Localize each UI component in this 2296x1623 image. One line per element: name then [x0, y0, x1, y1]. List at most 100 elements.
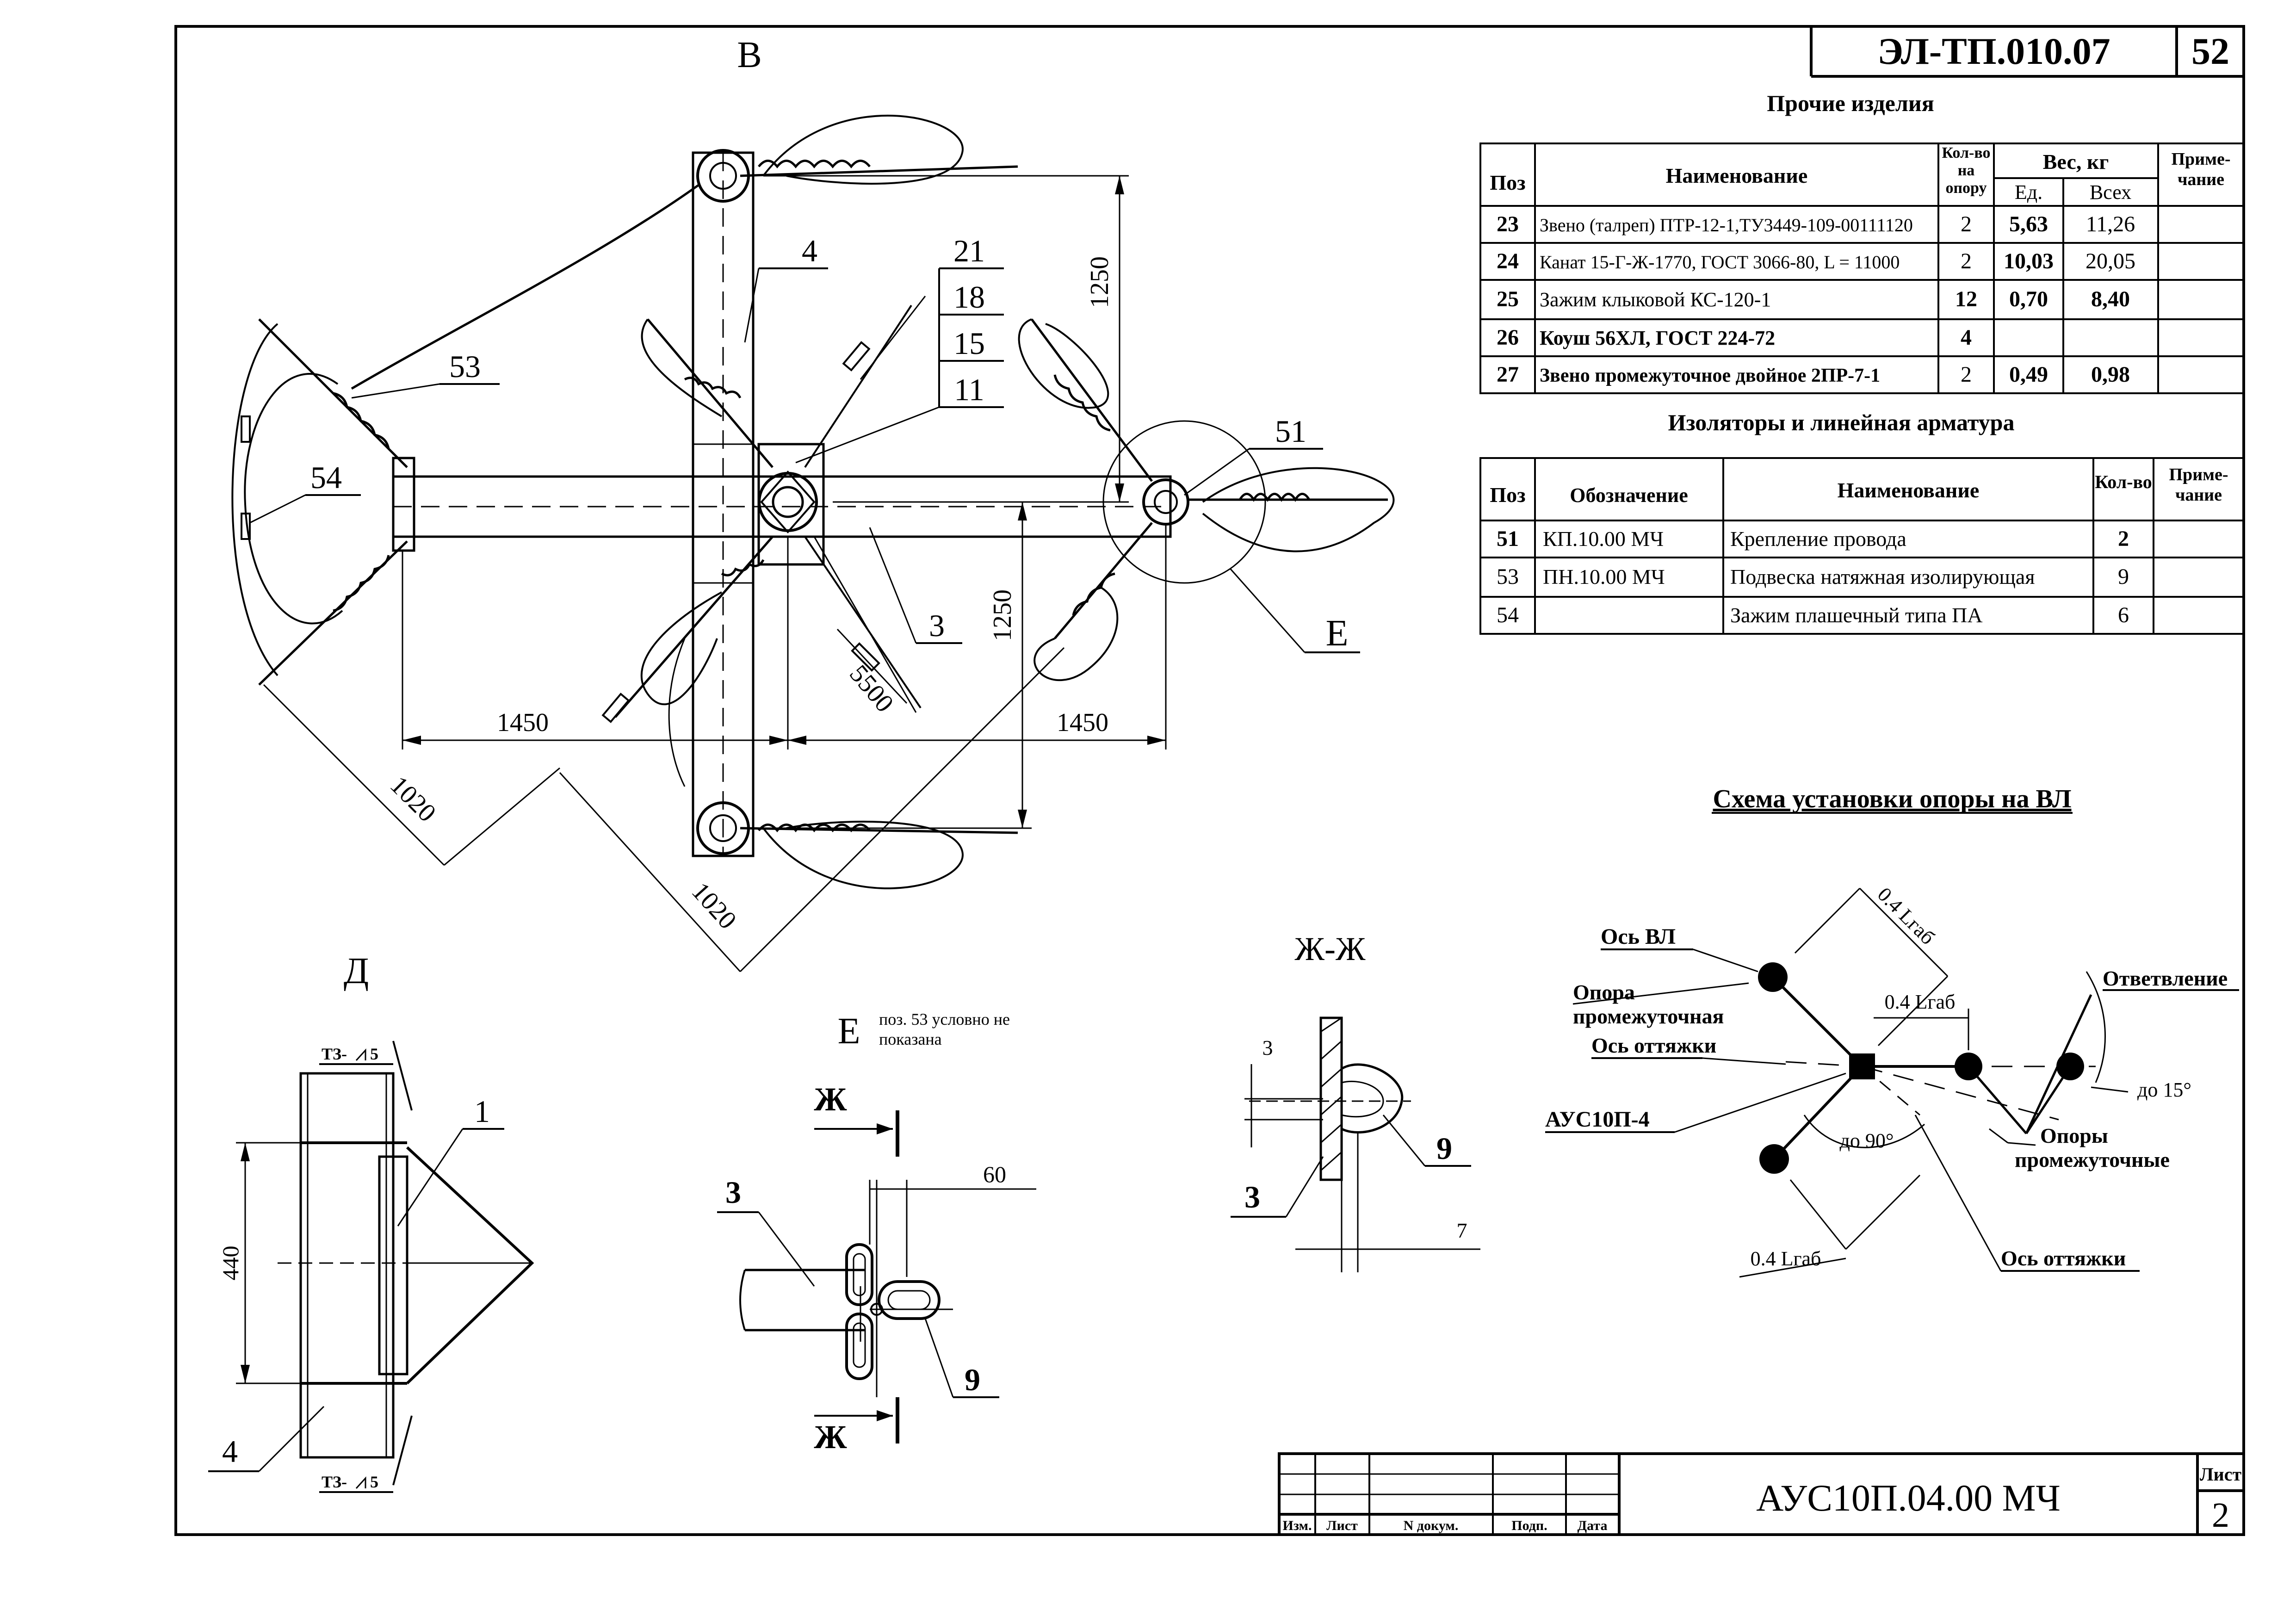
- dim-1250-top: 1250: [1085, 256, 1114, 308]
- callout-15: 15: [953, 326, 985, 361]
- plan-view-label: В: [737, 35, 761, 75]
- svg-text:Канат 15-Г-Ж-1770, ГОСТ 3066-8: Канат 15-Г-Ж-1770, ГОСТ 3066-80, L = 110…: [1540, 252, 1900, 273]
- scheme-angle-90: до 90°: [1840, 1129, 1894, 1152]
- detail-d-callout-4: 4: [222, 1434, 238, 1469]
- ti-th-note: Приме- чание: [2169, 465, 2228, 505]
- svg-text:23: 23: [1497, 212, 1519, 236]
- detail-e-label: Е: [838, 1011, 860, 1052]
- node-support-top: [1758, 962, 1788, 992]
- installation-scheme: Схема установки опоры на ВЛ 0.4 Lгаб 0.4…: [1545, 785, 2239, 1278]
- svg-text:26: 26: [1497, 325, 1519, 350]
- scheme-dim-top: 0.4 Lгаб: [1873, 883, 1939, 949]
- table-other-row: 25 Зажим клыковой КС-120-1 12 0,70 8,40: [1497, 287, 2130, 311]
- ti-th-pos: Поз: [1490, 483, 1525, 507]
- label-supports-intermediate-1: Опоры: [2040, 1124, 2108, 1147]
- node-support-right-1: [1955, 1053, 1982, 1080]
- scheme-title: Схема установки опоры на ВЛ: [1713, 785, 2072, 813]
- dim-60: 60: [983, 1161, 1006, 1187]
- svg-text:25: 25: [1497, 287, 1519, 311]
- table-insulators: Изоляторы и линейная арматура Поз Обозна…: [1479, 409, 2245, 635]
- dim-1020-bottom: 1020: [686, 877, 742, 935]
- right-node: [1142, 478, 1189, 526]
- callout-11: 11: [954, 372, 984, 407]
- svg-text:Подвеска натяжная изолирующая: Подвеска натяжная изолирующая: [1730, 565, 2035, 588]
- table-insulators-row: 54 Зажим плашечный типа ПА 6: [1497, 603, 2129, 627]
- scheme-angle-15: до 15°: [2137, 1078, 2191, 1101]
- dim-440: 440: [217, 1246, 243, 1281]
- weld-bottom: ТЗ-: [322, 1473, 347, 1491]
- section-dim-3: 3: [1262, 1036, 1273, 1059]
- dim-1450-left: 1450: [497, 708, 549, 737]
- table-other-title: Прочие изделия: [1767, 90, 1934, 116]
- label-aus: АУС10П-4: [1545, 1107, 1650, 1132]
- tb-col-izm: Изм.: [1283, 1518, 1312, 1533]
- callout-18: 18: [953, 279, 985, 315]
- scheme-dim-mid: 0.4 Lгаб: [1885, 991, 1956, 1013]
- svg-text:11,26: 11,26: [2086, 212, 2135, 236]
- th-unit: Ед.: [2015, 181, 2042, 204]
- tb-col-date: Дата: [1578, 1518, 1608, 1533]
- table-insulators-title: Изоляторы и линейная арматура: [1668, 409, 2015, 435]
- dim-1450-right: 1450: [1057, 708, 1108, 737]
- doc-code: ЭЛ-ТП.010.07: [1877, 30, 2110, 72]
- table-other-row: 24 Канат 15-Г-Ж-1770, ГОСТ 3066-80, L = …: [1497, 249, 2135, 273]
- th-weight: Вес, кг: [2043, 150, 2109, 173]
- svg-text:10,03: 10,03: [2004, 249, 2054, 273]
- label-supports-intermediate-2: промежуточные: [2015, 1148, 2170, 1171]
- callout-21: 21: [953, 233, 985, 268]
- left-node: [392, 457, 415, 552]
- svg-text:20,05: 20,05: [2086, 249, 2135, 273]
- svg-text:2: 2: [1961, 249, 1972, 273]
- table-insulators-row: 53 ПН.10.00 МЧ Подвеска натяжная изолиру…: [1497, 564, 2129, 589]
- center-node: [758, 472, 818, 532]
- dim-1020-left: 1020: [384, 771, 441, 828]
- callout-3: 3: [929, 608, 945, 643]
- th-note: Приме- чание: [2171, 149, 2231, 189]
- label-guy-axis-right: Ось оттяжки: [2001, 1246, 2126, 1270]
- th-total: Всех: [2090, 181, 2131, 204]
- svg-text:24: 24: [1497, 249, 1519, 273]
- table-other-row: 26 Коуш 56ХЛ, ГОСТ 224-72 4: [1497, 325, 1972, 350]
- drawing-code: АУС10П.04.00 МЧ: [1756, 1477, 2061, 1519]
- section-zh: Ж-Ж 3 7 9 3: [1231, 930, 1480, 1272]
- callout-51: 51: [1275, 414, 1306, 449]
- detail-e-callout-3: 3: [725, 1175, 741, 1210]
- svg-text:2: 2: [1961, 212, 1972, 236]
- svg-text:0,70: 0,70: [2009, 287, 2048, 311]
- svg-text:0,98: 0,98: [2091, 362, 2130, 387]
- callout-E: Е: [1326, 613, 1349, 654]
- svg-text:53: 53: [1497, 564, 1519, 589]
- detail-d: Д ТЗ- 5 ТЗ- 5 440 1 4: [208, 951, 534, 1493]
- detail-e: Е поз. 53 условно не показана Ж Ж 60: [717, 1010, 1036, 1456]
- svg-text:4: 4: [1961, 325, 1972, 350]
- svg-text:Зажим плашечный типа ПА: Зажим плашечный типа ПА: [1730, 603, 1983, 627]
- page-number: 52: [2191, 30, 2229, 72]
- svg-text:54: 54: [1497, 603, 1519, 627]
- node-support-right-2: [2056, 1053, 2084, 1080]
- ti-th-designation: Обозначение: [1570, 484, 1688, 507]
- svg-text:9: 9: [2118, 564, 2129, 589]
- dim-1250-bottom: 1250: [988, 589, 1017, 641]
- ti-th-qty: Кол-во: [2095, 471, 2152, 492]
- section-mark-top: Ж: [814, 1081, 847, 1118]
- detail-e-callout-9: 9: [965, 1362, 980, 1397]
- node-aus: [1849, 1053, 1875, 1079]
- header-stamp: ЭЛ-ТП.010.07 52: [1810, 26, 2244, 78]
- tb-sheet-number: 2: [2212, 1496, 2229, 1535]
- table-other-row: 27 Звено промежуточное двойное 2ПР-7-1 2…: [1497, 362, 2130, 387]
- section-mark-bottom: Ж: [814, 1419, 847, 1456]
- svg-text:Звено (талреп) ПТР-12-1,ТУ3449: Звено (талреп) ПТР-12-1,ТУ3449-109-00111…: [1540, 215, 1913, 235]
- callout-4: 4: [802, 233, 817, 268]
- callout-stack: 21 18 15 11: [795, 233, 1004, 464]
- label-branch: Ответвление: [2103, 966, 2228, 990]
- plan-view: В: [231, 35, 1395, 973]
- svg-text:ПН.10.00 МЧ: ПН.10.00 МЧ: [1543, 565, 1665, 588]
- detail-d-label: Д: [344, 951, 369, 991]
- detail-e-note-2: показана: [879, 1030, 942, 1048]
- table-other-items: Прочие изделия Поз Наименование Кол-во н…: [1479, 90, 2245, 394]
- th-name: Наименование: [1666, 164, 1808, 187]
- section-callout-3: 3: [1244, 1179, 1260, 1214]
- tb-sheet-label: Лист: [2200, 1464, 2242, 1485]
- section-callout-9: 9: [1436, 1131, 1452, 1166]
